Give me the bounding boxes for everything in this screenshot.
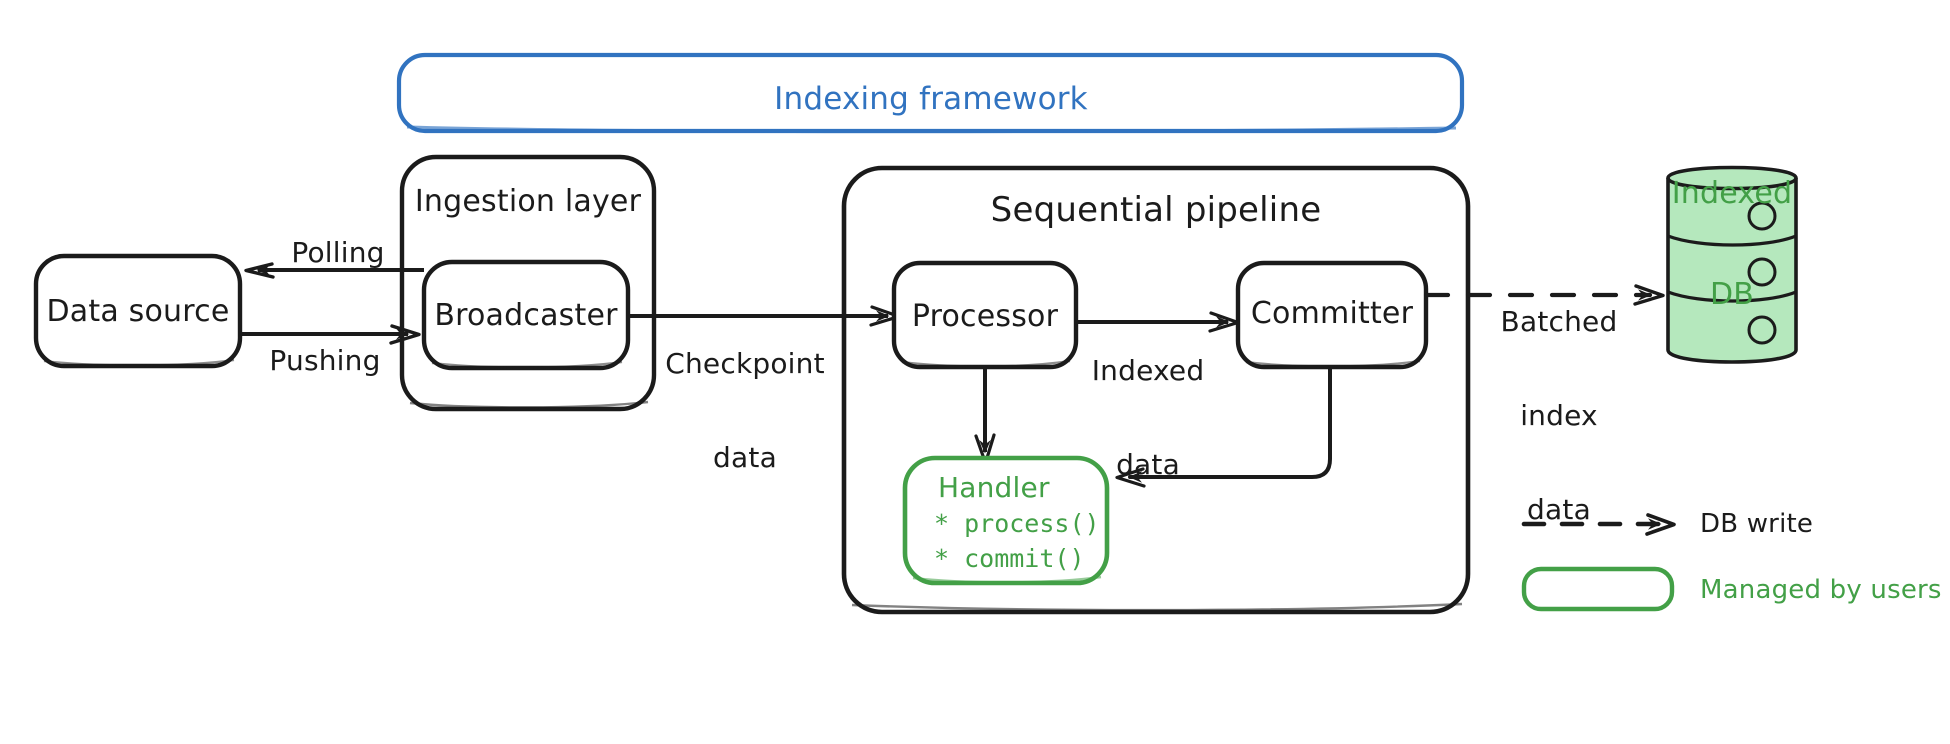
indexed-data-label: Indexed data xyxy=(1092,292,1205,543)
processor-to-handler-arrow xyxy=(974,367,996,465)
indexed-db-label: Indexed DB xyxy=(1672,110,1793,379)
indexed-db-cylinder[interactable] xyxy=(1666,165,1798,364)
committer-box[interactable] xyxy=(1235,260,1429,370)
processor-box[interactable] xyxy=(891,260,1079,370)
broadcaster-label: Broadcaster xyxy=(434,298,618,333)
indexed-data-label-line1: Indexed xyxy=(1091,353,1205,387)
pushing-arrow xyxy=(240,324,421,345)
checkpoint-data-label-line2: data xyxy=(713,440,777,474)
sequential-pipeline-label: Sequential pipeline xyxy=(990,190,1322,230)
processor-label: Processor xyxy=(911,299,1059,334)
handler-box[interactable] xyxy=(902,455,1110,586)
committer-label: Committer xyxy=(1250,296,1414,331)
indexing-framework-label: Indexing framework xyxy=(774,81,1088,117)
polling-label: Polling xyxy=(291,236,385,269)
checkpoint-data-label-line1: Checkpoint xyxy=(665,346,825,380)
batched-index-data-arrow xyxy=(1423,284,1665,306)
indexed-db-label-line2: DB xyxy=(1709,276,1755,312)
handler-method-process: * process() xyxy=(934,509,1100,538)
batched-index-data-label-line1: Batched xyxy=(1500,304,1618,338)
handler-title: Handler xyxy=(938,471,1050,504)
indexed-db-label-line1: Indexed xyxy=(1671,176,1793,212)
polling-arrow xyxy=(244,262,424,279)
indexed-data-arrow xyxy=(1076,311,1240,333)
legend-item-managed-by-users-label: Managed by users xyxy=(1700,575,1942,605)
legend-managed-by-users-swatch xyxy=(1521,566,1675,612)
data-source-box[interactable] xyxy=(33,253,243,369)
batched-index-data-label-line2: index xyxy=(1520,398,1598,432)
ingestion-layer-label: Ingestion layer xyxy=(414,184,642,219)
indexed-data-label-line2: data xyxy=(1116,447,1180,481)
checkpoint-data-label: Checkpoint data xyxy=(665,285,825,536)
handler-method-commit: * commit() xyxy=(934,544,1085,573)
legend-db-write-swatch xyxy=(1521,513,1676,536)
committer-to-handler-arrow xyxy=(1115,365,1332,488)
pushing-label: Pushing xyxy=(269,344,381,377)
batched-index-data-label: Batched index data xyxy=(1501,243,1618,588)
legend-item-db-write-label: DB write xyxy=(1700,509,1814,539)
ingestion-layer-box[interactable] xyxy=(399,154,657,412)
data-source-label: Data source xyxy=(46,294,230,329)
sequential-pipeline-box[interactable] xyxy=(841,165,1471,615)
batched-index-data-label-line3: data xyxy=(1527,492,1591,526)
indexing-framework-frame xyxy=(396,52,1465,134)
